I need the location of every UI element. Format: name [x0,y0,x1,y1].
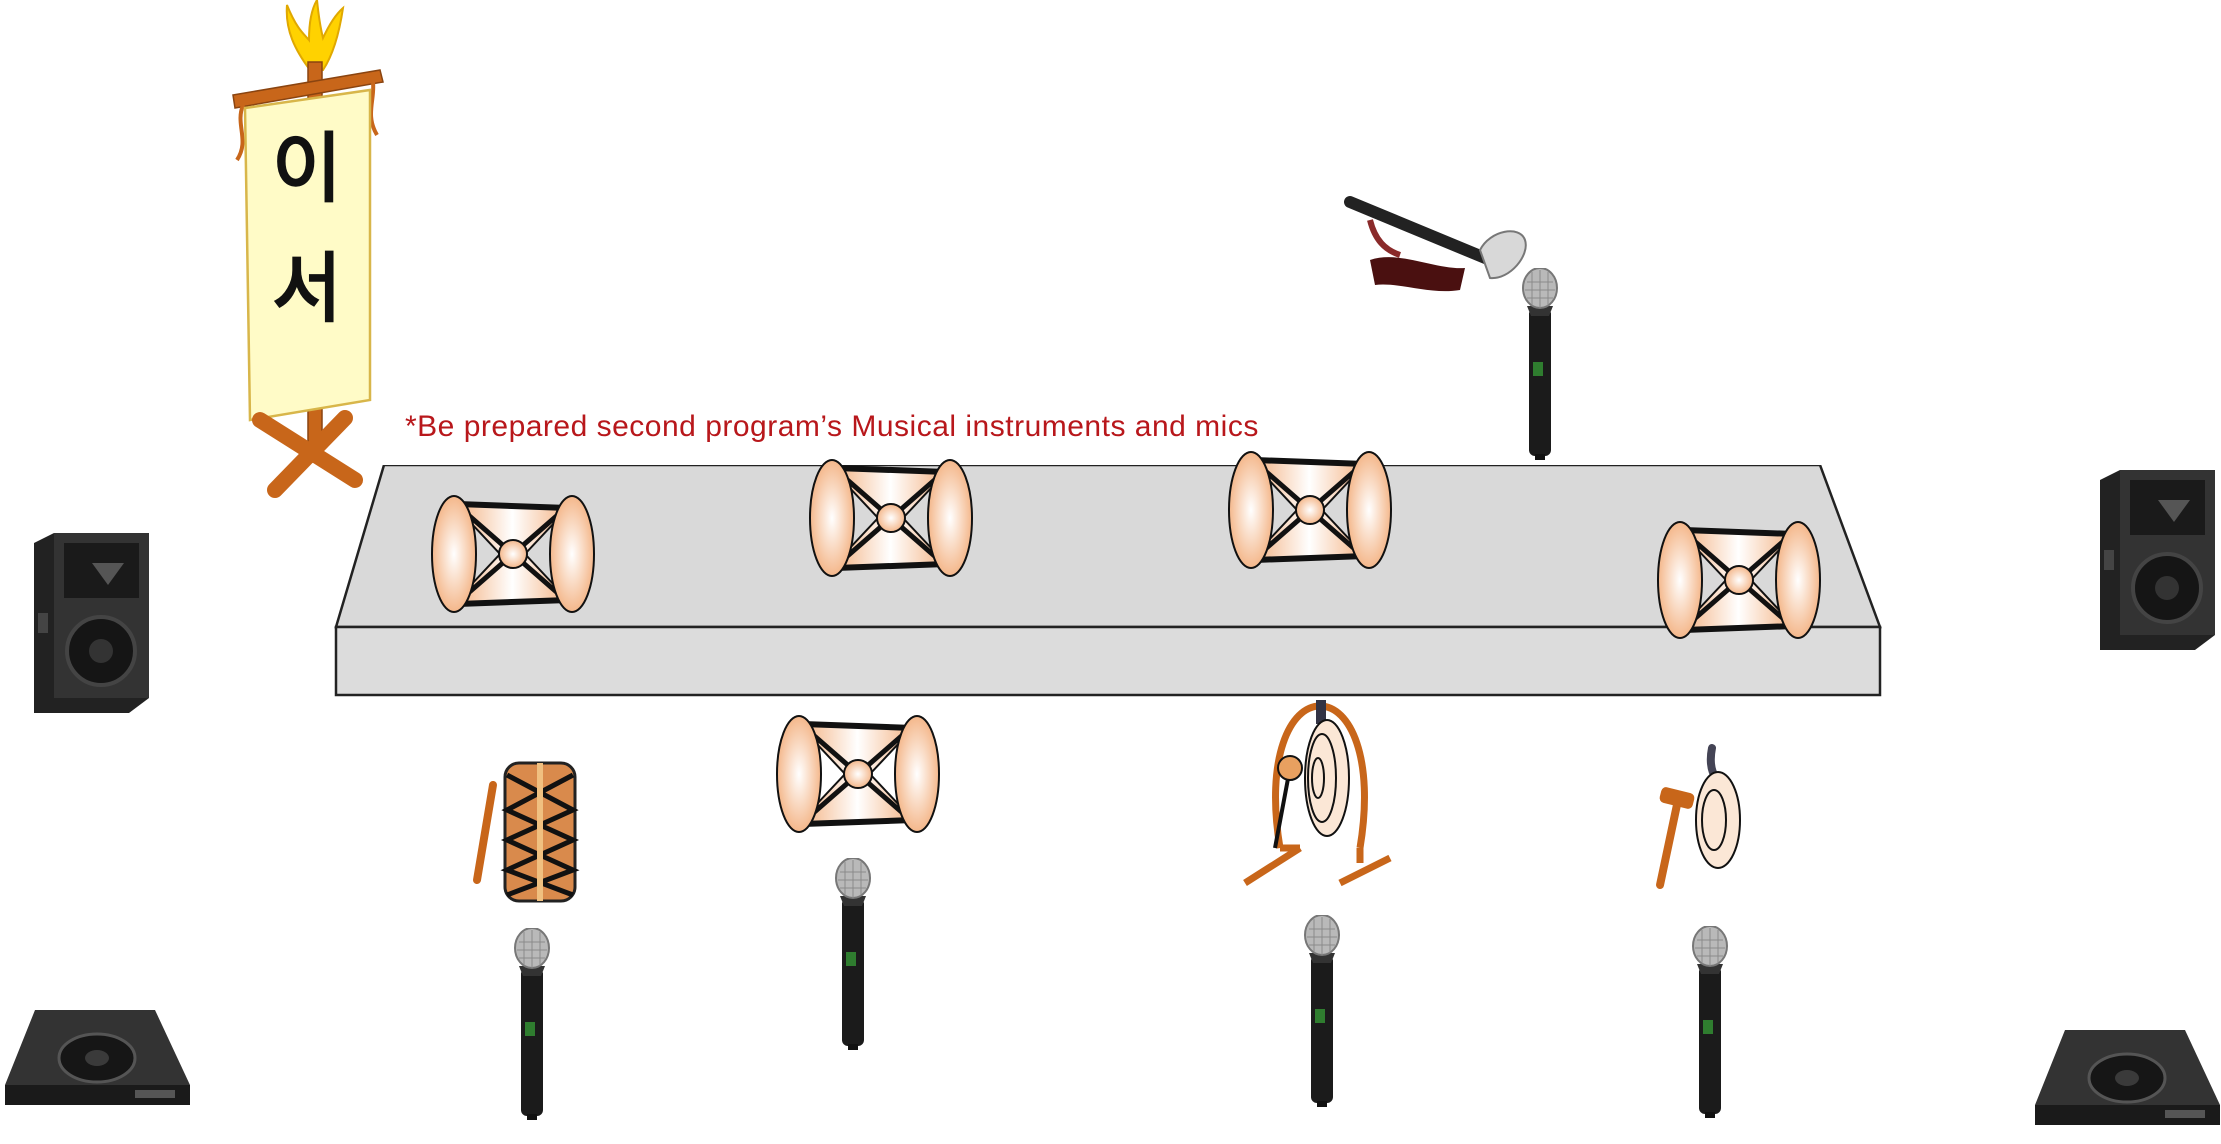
banner-flag: 이 서 [232,0,384,498]
speaker-right-icon [2100,470,2215,650]
microphone-3 [1304,915,1340,1108]
janggu-stage-1 [430,494,600,619]
floor-monitor-left-icon [5,1010,190,1105]
banner-char-1: 이 [272,124,342,213]
janggu-front [775,714,945,839]
stage-platform [334,465,1882,697]
janggu-stage-3 [1227,450,1397,575]
floor-monitor-right-icon [2035,1030,2220,1125]
kkwaenggwari-icon [1656,744,1741,889]
speaker-left-icon [34,533,149,713]
microphone-taepyeongso [1522,268,1558,461]
microphone-1 [514,928,550,1121]
buk-drum-icon [473,761,580,903]
janggu-stage-4 [1656,520,1826,645]
banner-char-2: 서 [272,244,342,333]
taepyeongso-icon [1344,196,1527,292]
jing-gong-icon [1243,700,1392,887]
preparation-note: *Be prepared second program’s Musical in… [405,410,1259,443]
microphone-2 [835,858,871,1051]
microphone-4 [1692,926,1728,1119]
janggu-stage-2 [808,458,978,583]
